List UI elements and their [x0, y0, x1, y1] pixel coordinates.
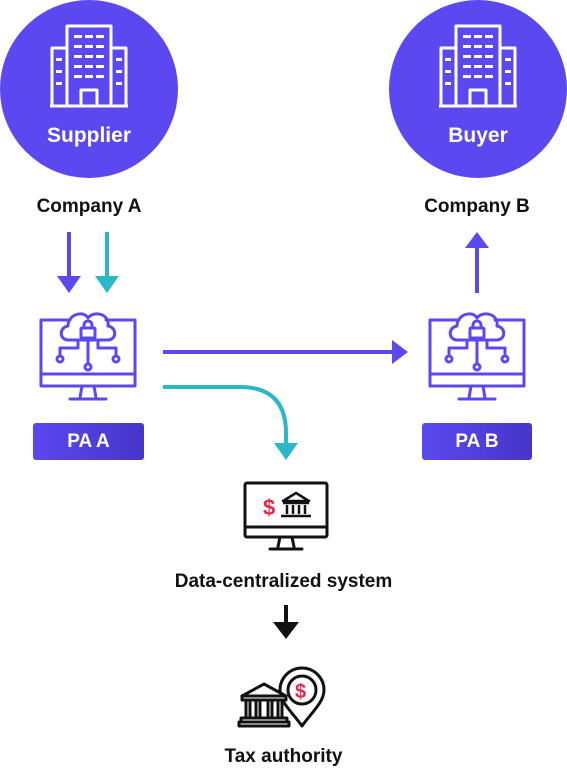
monitor-dollar-bank-icon: $: [243, 481, 329, 551]
pa-b-badge: PA B: [422, 423, 532, 460]
svg-text:$: $: [295, 681, 306, 703]
arrow-system-to-tax: [273, 605, 299, 639]
arrow-pa-a-to-pa-b: [163, 340, 408, 364]
cloud-lock-monitor-icon: [39, 312, 137, 401]
data-centralized-system-label: Data-centralized system: [174, 571, 393, 592]
supplier-role-label: Supplier: [46, 124, 131, 147]
svg-text:$: $: [263, 495, 275, 520]
cloud-lock-monitor-icon: [428, 312, 526, 401]
office-building-icon: [50, 24, 128, 108]
arrow-company-a-to-pa-a: [57, 232, 81, 293]
bank-dollar-pin-icon: $: [237, 666, 326, 728]
company-b-label: Company B: [424, 196, 530, 217]
pa-a-badge: PA A: [33, 423, 144, 460]
supplier-node: Supplier: [0, 0, 178, 178]
arrow-pa-b-to-company-b: [465, 232, 489, 293]
company-a-label: Company A: [36, 196, 142, 217]
office-building-icon: [439, 24, 517, 108]
buyer-role-label: Buyer: [448, 124, 508, 147]
buyer-node: Buyer: [389, 0, 567, 178]
tax-authority-label: Tax authority: [224, 746, 343, 767]
arrow-company-a-to-pa-a-teal: [95, 232, 119, 293]
arrow-pa-a-to-system: [163, 385, 298, 460]
